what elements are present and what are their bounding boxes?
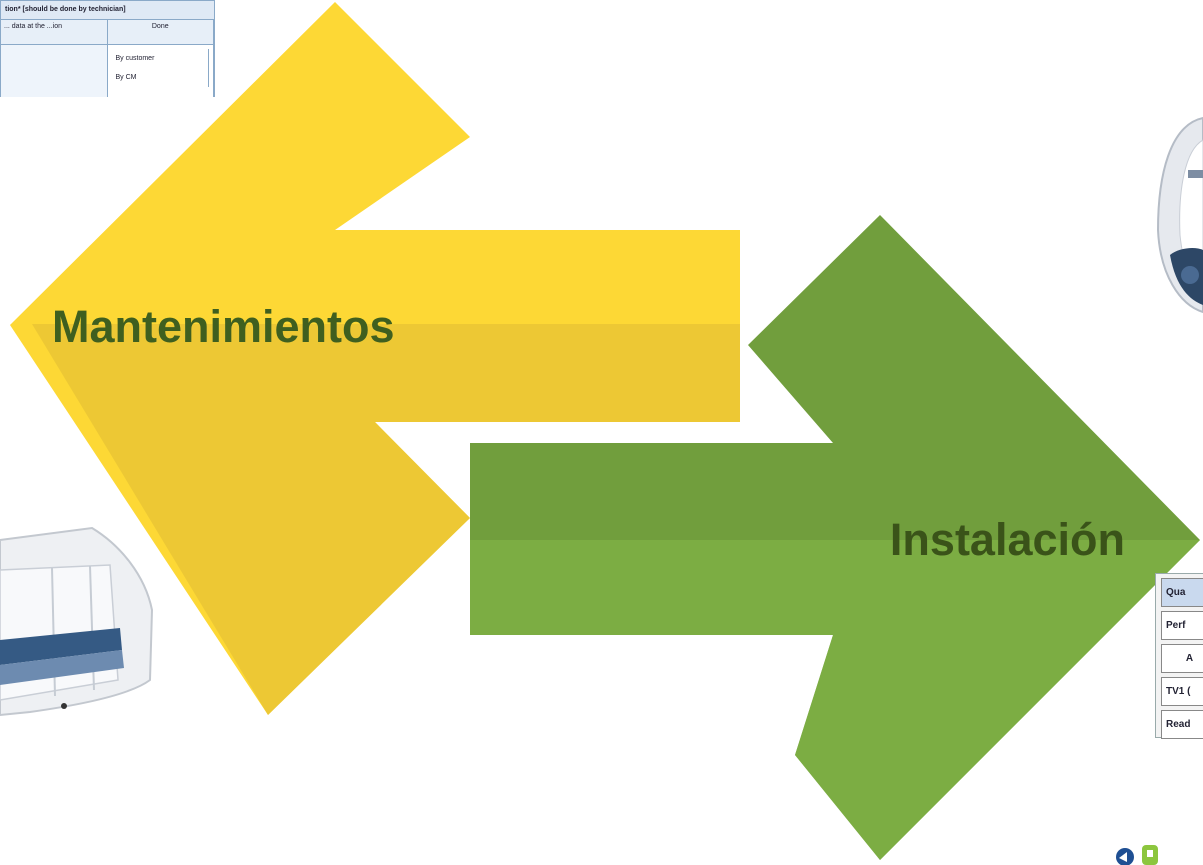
thumbnail-empty-cell [1,45,108,97]
share-icon [1116,848,1134,865]
table-thumbnail-top-left: tion* [should be done by technician] ...… [0,0,215,97]
right-arrow-label: Instalación [890,514,1125,565]
left-arrow-label: Mantenimientos [52,301,395,352]
thumbnail-table-row: Read [1161,710,1203,739]
thumbnail-table-row: A [1161,644,1203,673]
thumbnail-option: By CM [112,68,209,87]
thumbnail-options-cell: By customer By CM [107,45,214,97]
right-arrow-instalacion [470,215,1200,860]
thumbnail-header-right: Done [108,20,214,44]
left-arrow-shade [32,324,740,715]
left-arrow-mantenimientos [10,2,740,715]
lock-icon [1142,845,1158,865]
thumbnail-header-left: ... data at the ...ion [1,20,108,44]
right-arrow-shade [470,540,1200,860]
thumbnail-table-row: TV1 ( [1161,677,1203,706]
thumbnail-header-row: ... data at the ...ion Done [1,20,214,45]
table-thumbnail-right: Qua Perf A TV1 ( Read [1155,573,1203,739]
thumbnail-table-row: Perf [1161,611,1203,640]
thumbnail-option: By customer [112,49,209,68]
analyzer-device-image-right [1156,116,1203,314]
thumbnail-table-row: Qua [1161,578,1203,607]
thumbnail-title: tion* [should be done by technician] [1,1,214,20]
analyzer-device-image-left [0,526,154,717]
thumbnail-body-row: By customer By CM [1,45,214,97]
